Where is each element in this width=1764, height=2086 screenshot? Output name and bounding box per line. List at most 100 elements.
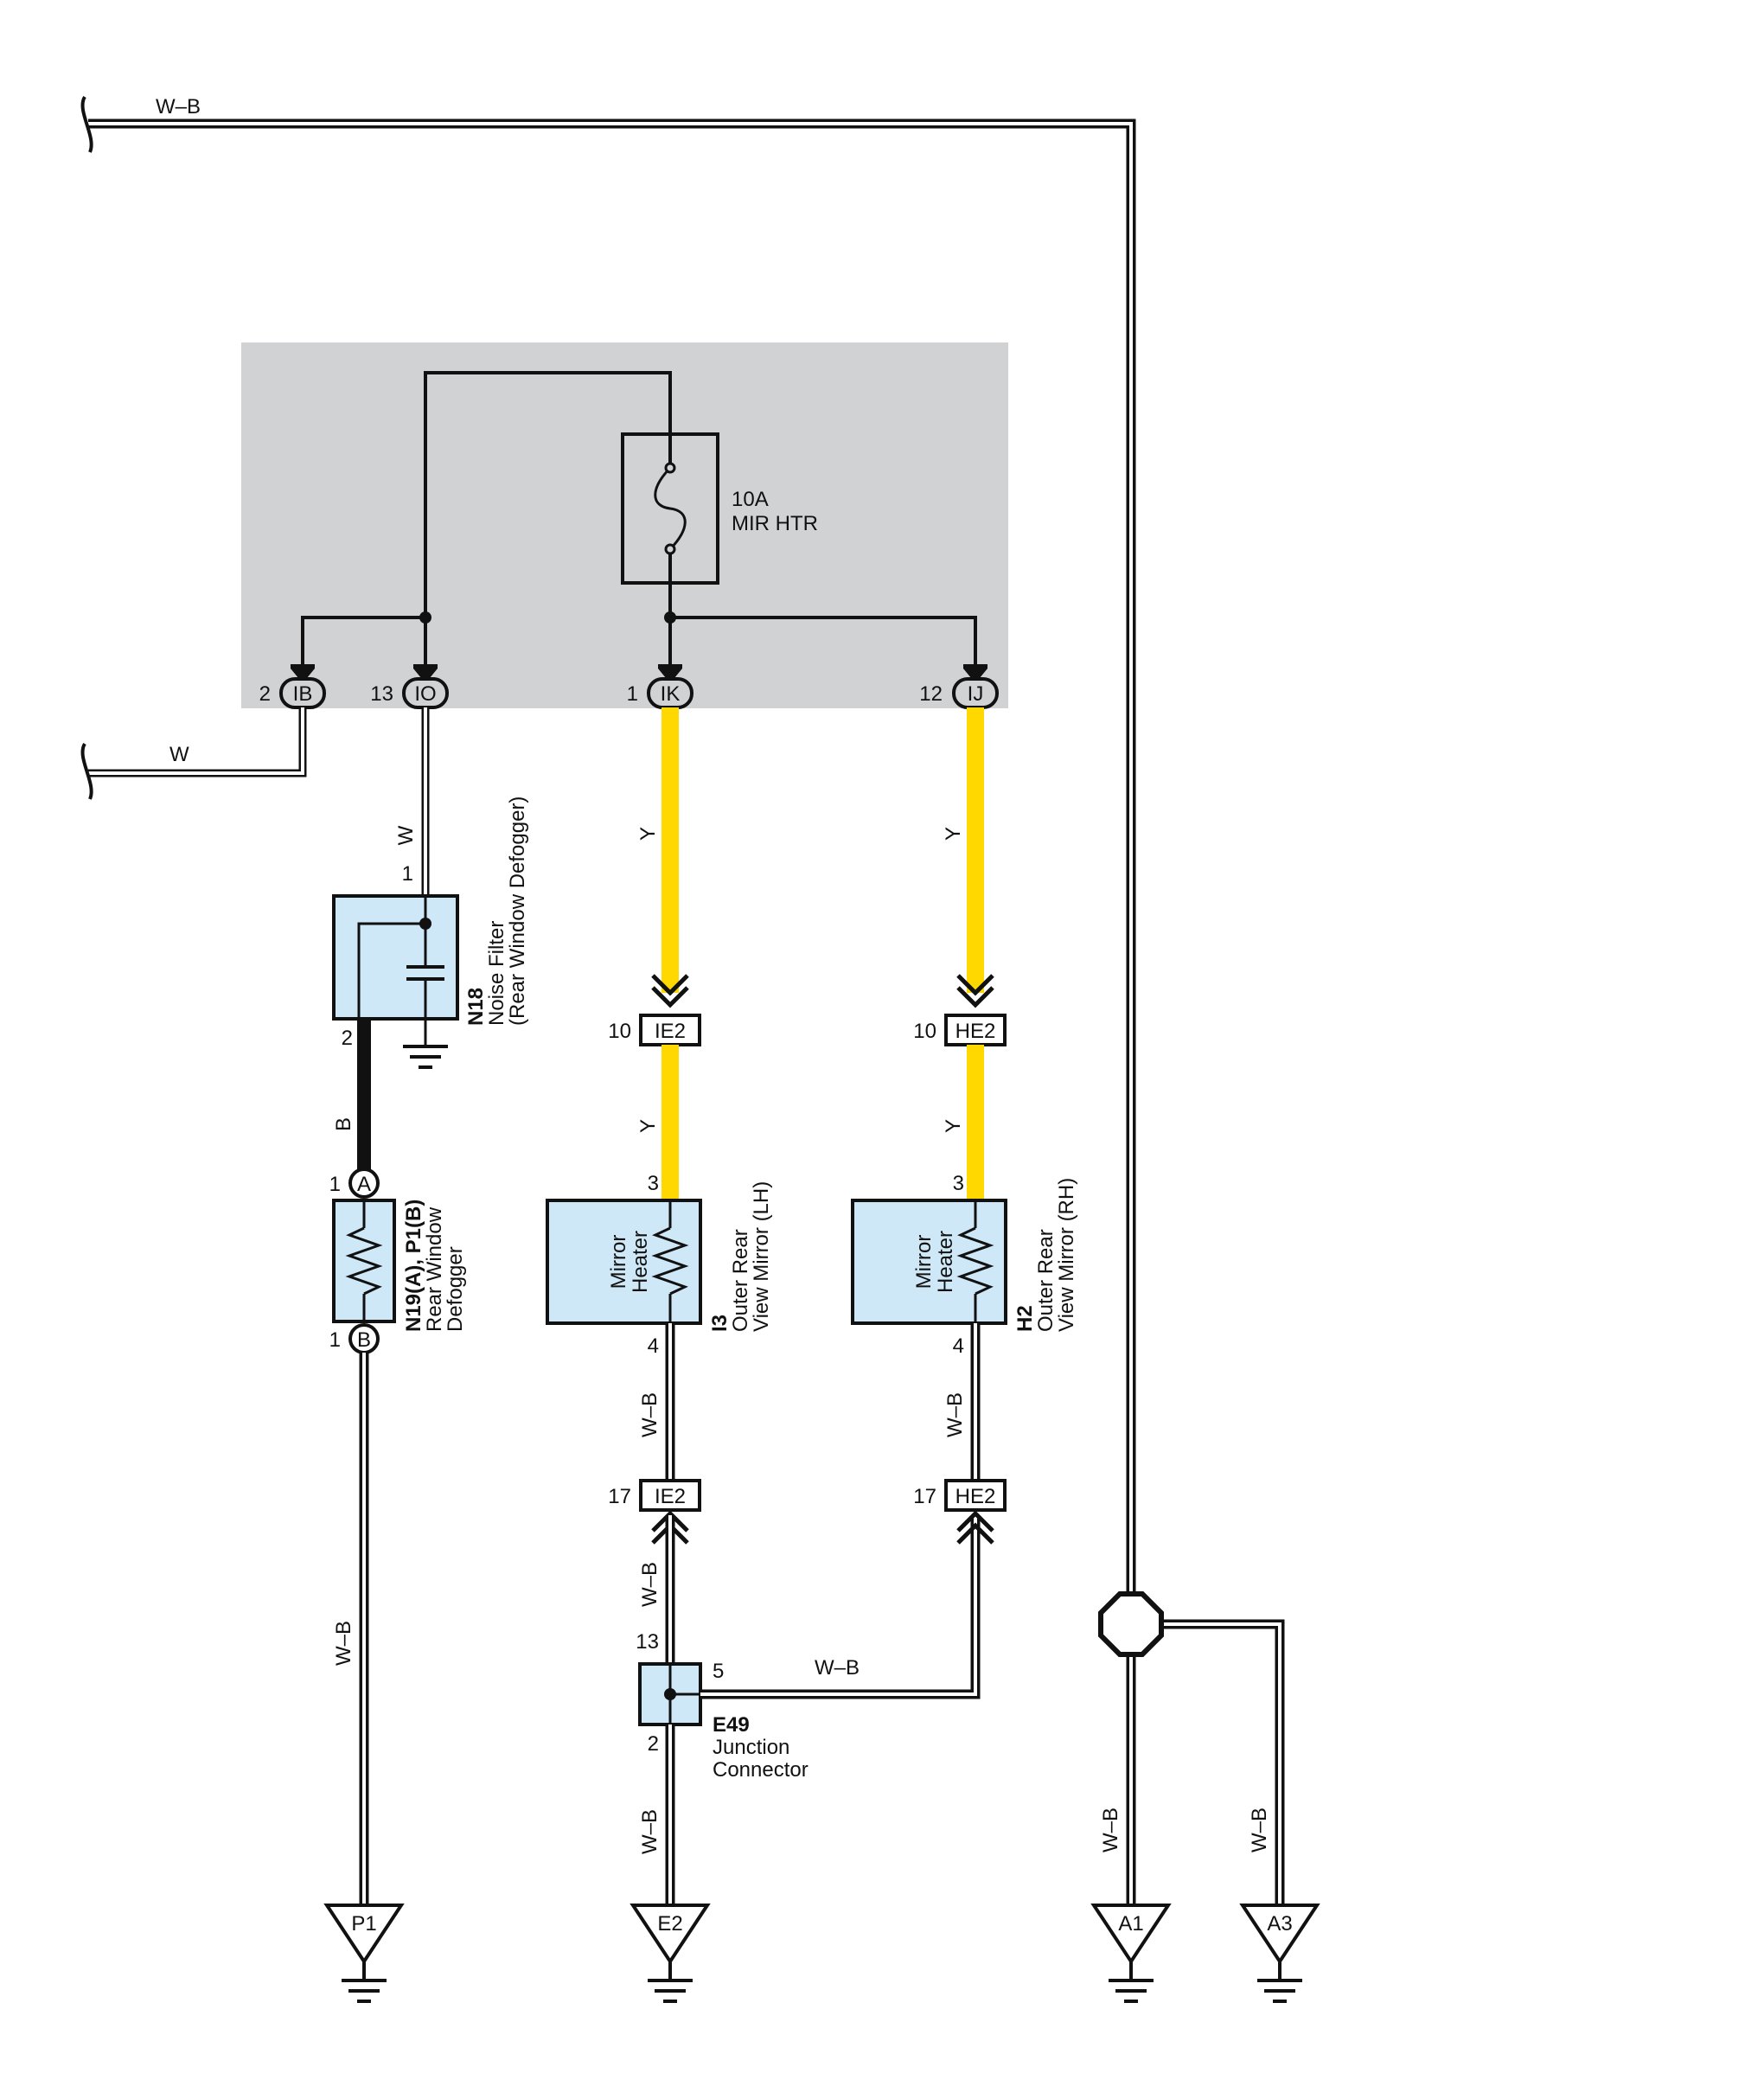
outer-mirror-lh	[546, 1199, 702, 1325]
wire-color-label: W–B	[638, 1562, 662, 1607]
ground-p1	[323, 1904, 405, 2003]
pin-label: 2	[342, 1027, 353, 1050]
pin-label: 10	[913, 1020, 936, 1043]
n18-code: N18	[464, 988, 488, 1026]
wire-top-wb	[88, 118, 1136, 1598]
pin-label: 3	[648, 1172, 659, 1195]
wire-color-label: W–B	[1099, 1808, 1122, 1852]
wire-color-label: Y	[636, 827, 660, 841]
connector-mark-a	[348, 1168, 380, 1199]
terminal-code: IO	[414, 682, 436, 706]
wire-color-label: W–B	[815, 1656, 860, 1680]
wire-color-label: W–B	[1248, 1808, 1271, 1852]
wire-ib-w	[88, 707, 307, 777]
pin-label: 17	[608, 1485, 631, 1508]
connector-code: HE2	[956, 1020, 996, 1043]
mirror-inner-1: Mirror	[912, 1235, 936, 1289]
connector-code: IE2	[655, 1020, 686, 1043]
pin-label: 10	[608, 1020, 631, 1043]
h2-label-2: View Mirror (RH)	[1055, 1178, 1078, 1332]
wire-color-label: Y	[942, 827, 965, 841]
fuse-rating: 10A	[732, 488, 769, 511]
connector-chevron	[651, 974, 689, 1008]
pin-label: 17	[913, 1485, 936, 1508]
h2-label-1: Outer Rear	[1034, 1229, 1058, 1332]
connector-mark-text: A	[357, 1173, 371, 1196]
fuse-name: MIR HTR	[732, 512, 818, 535]
terminal-pin: 1	[627, 682, 638, 706]
connector-chevron	[956, 974, 994, 1008]
i3-label-1: Outer Rear	[729, 1229, 752, 1332]
connector-ie2-top	[639, 1014, 701, 1046]
splice-dot	[419, 918, 431, 930]
connector-ie2-bot	[639, 1479, 701, 1512]
wire-break-mark	[80, 742, 93, 800]
wire-color-label: W–B	[638, 1392, 662, 1437]
wire-color-label: W	[169, 743, 189, 766]
mirror-heater-lh	[651, 1200, 689, 1323]
fuse-mir-htr	[621, 432, 719, 585]
n18-noise-filter	[332, 894, 459, 1021]
wire-color-label: Y	[942, 1119, 965, 1133]
defogger-label-2: Defogger	[444, 1246, 467, 1332]
terminal-code: IJ	[968, 682, 984, 706]
e49-code: E49	[713, 1713, 750, 1737]
connector-code: IE2	[655, 1485, 686, 1508]
wire-color-label: W	[394, 825, 418, 845]
terminal-pills	[279, 677, 999, 709]
mirror-inner-2: Heater	[629, 1231, 652, 1293]
mirror-inner-2: Heater	[934, 1231, 957, 1293]
wire-a3-branch	[1161, 1619, 1285, 1905]
defogger-label-1: Rear Window	[423, 1206, 446, 1332]
splice-dot	[664, 611, 676, 624]
mirror-heater-rh	[956, 1200, 994, 1323]
n18-internal	[357, 896, 448, 1069]
pin-label: 5	[713, 1660, 724, 1683]
splice-dot	[664, 1688, 676, 1700]
wire-color-label: Y	[636, 1119, 660, 1133]
ground-a1	[1090, 1904, 1172, 2003]
terminal-pin: 13	[370, 682, 393, 706]
pin-label: 1	[329, 1173, 341, 1196]
wire-e49-to-he2	[700, 1515, 981, 1699]
terminal-pin: 12	[919, 682, 943, 706]
e49-label-1: Junction	[713, 1736, 789, 1759]
terminal-pin: 2	[259, 682, 271, 706]
i3-label-2: View Mirror (LH)	[750, 1181, 773, 1332]
wire-color-label: W–B	[332, 1621, 355, 1666]
pin-label: 4	[953, 1334, 964, 1358]
splice-octagon	[1098, 1591, 1164, 1657]
wire-color-label: W–B	[156, 95, 201, 118]
connector-code: HE2	[956, 1485, 996, 1508]
terminal-code: IB	[293, 682, 313, 706]
defogger-resistor	[345, 1200, 383, 1321]
connector-chevron	[956, 1510, 994, 1545]
mirror-inner-1: Mirror	[607, 1235, 630, 1289]
ground-label: A3	[1267, 1912, 1292, 1936]
pin-label: 3	[953, 1172, 964, 1195]
n18-label-1: Noise Filter	[485, 921, 508, 1026]
wire-color-label: W–B	[638, 1809, 662, 1854]
wire-color-label: B	[332, 1117, 355, 1131]
ground-label: P1	[351, 1912, 376, 1936]
wire-break-mark	[80, 95, 93, 153]
wire-color-label: W–B	[943, 1392, 967, 1437]
splice-dot	[419, 611, 431, 624]
ground-a3	[1239, 1904, 1320, 2003]
i3-code: I3	[708, 1315, 732, 1332]
h2-code: H2	[1013, 1305, 1037, 1332]
pin-label: 2	[648, 1732, 659, 1756]
pin-label: 1	[329, 1328, 341, 1352]
pin-label: 4	[648, 1334, 659, 1358]
n18-label-2: (Rear Window Defogger)	[506, 797, 529, 1026]
ground-e2	[630, 1904, 711, 2003]
connector-mark-text: B	[357, 1328, 371, 1352]
pin-label: 1	[402, 862, 413, 886]
terminal-code: IK	[661, 682, 681, 706]
terminal-chevrons	[291, 664, 987, 683]
ground-label: E2	[657, 1912, 682, 1936]
pin-label: 13	[636, 1630, 659, 1654]
connector-he2-bot	[944, 1479, 1007, 1512]
ground-label: A1	[1118, 1912, 1143, 1936]
